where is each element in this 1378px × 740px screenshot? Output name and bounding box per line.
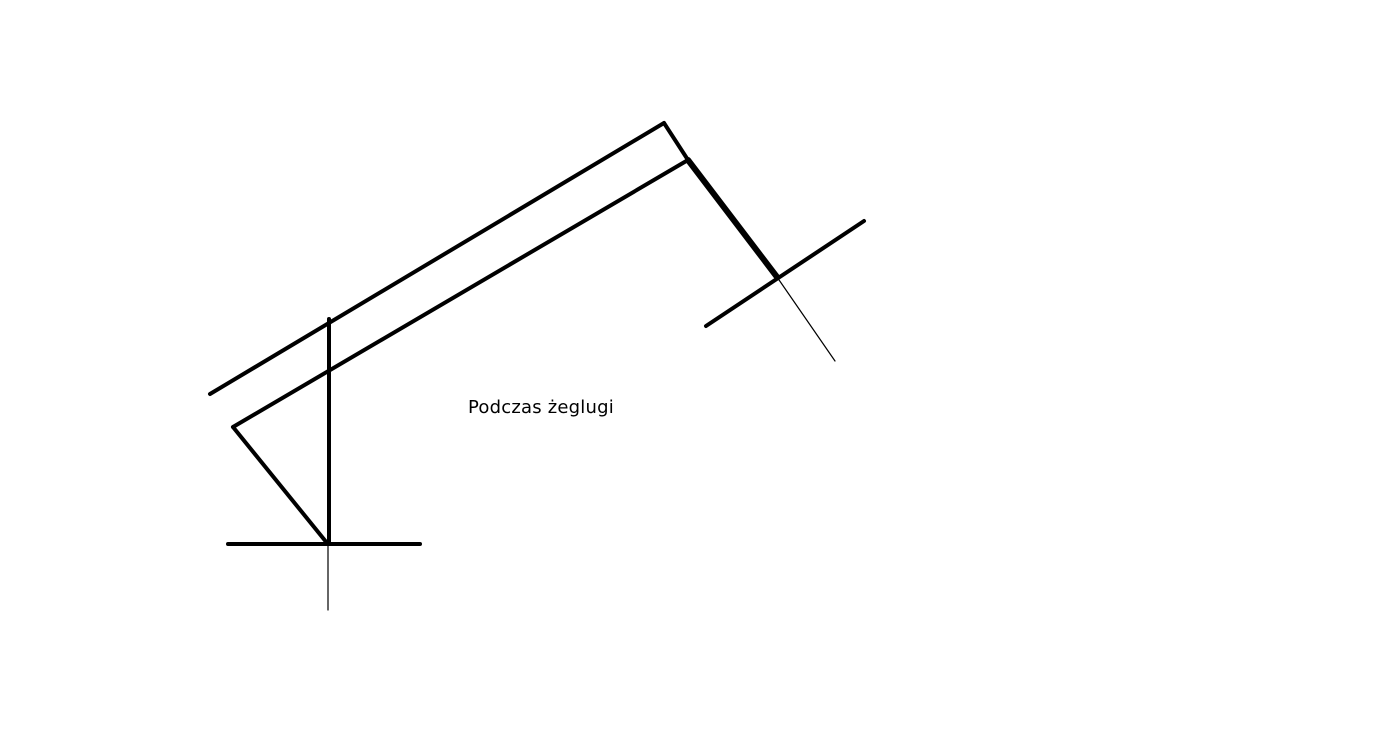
diagram-lines xyxy=(208,121,866,611)
right-crossbar-line xyxy=(704,219,866,328)
right-axis-line xyxy=(776,276,836,362)
upper-right-connector-line xyxy=(662,121,690,162)
upper-diagonal-line xyxy=(208,121,666,396)
diagram-caption: Podczas żeglugi xyxy=(468,397,614,418)
left-arm-line xyxy=(231,425,329,545)
right-arm-line xyxy=(685,157,780,280)
lower-diagonal-line xyxy=(231,158,690,429)
